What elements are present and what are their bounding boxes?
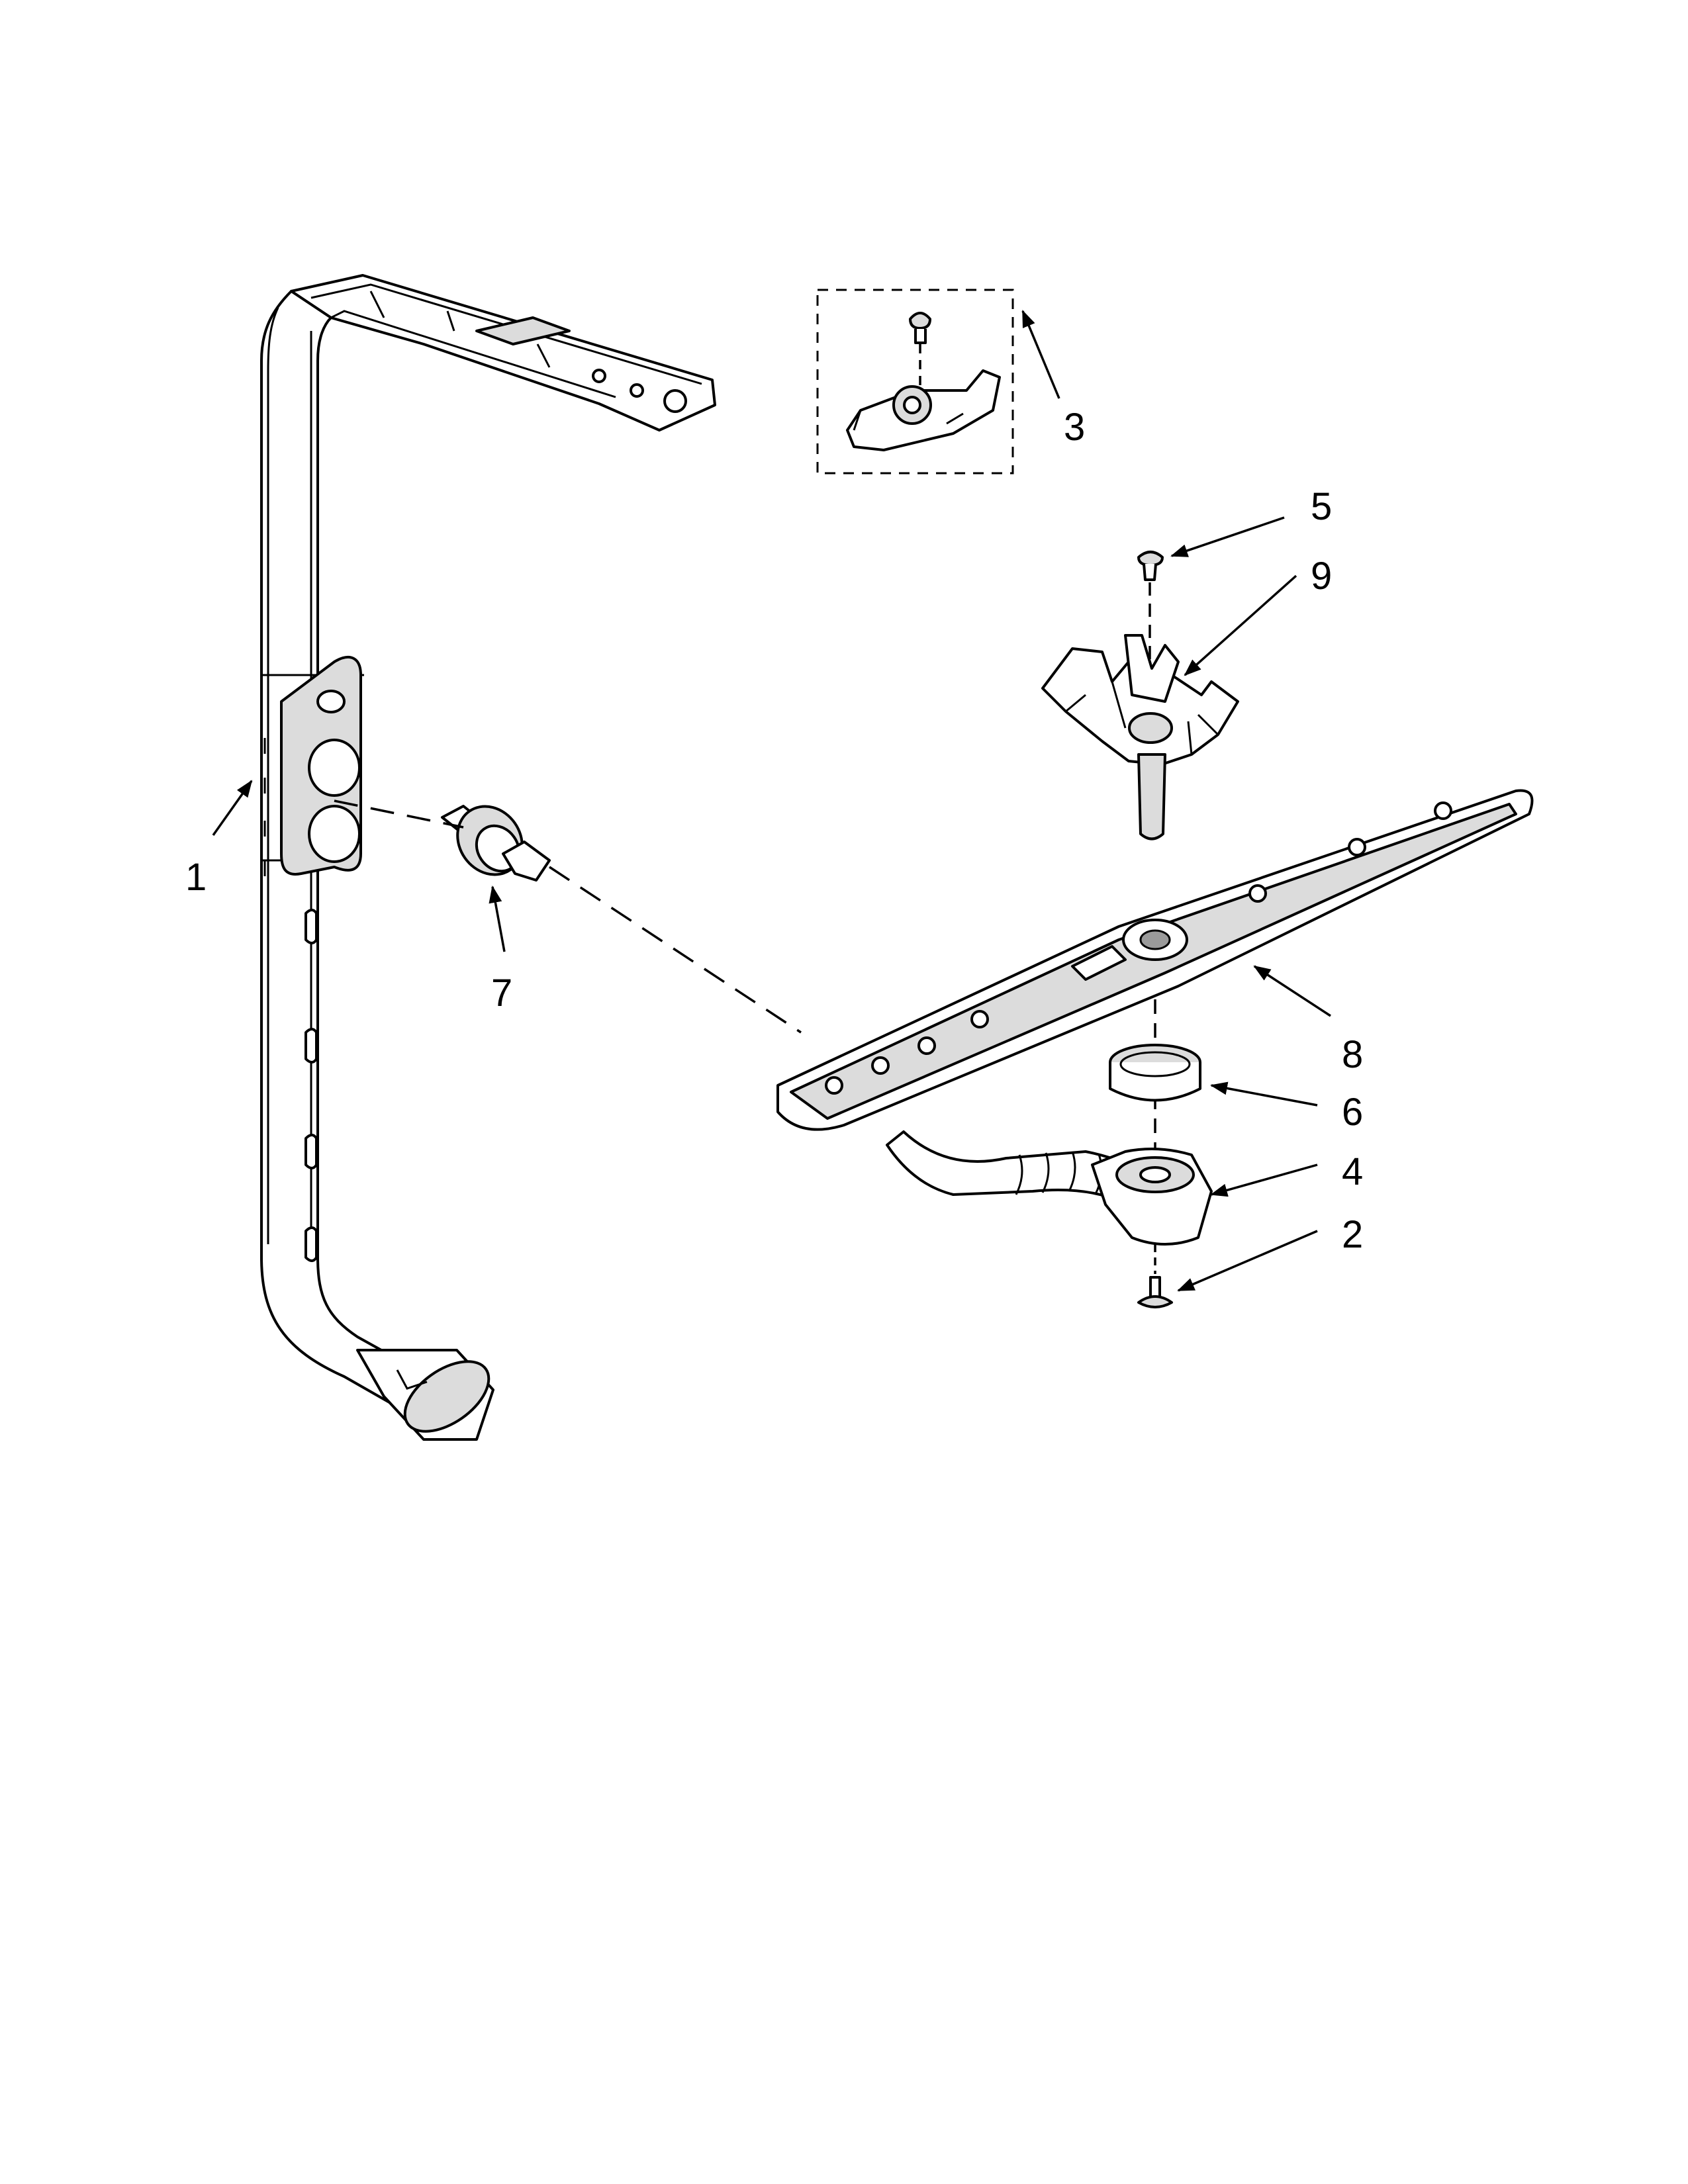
assembly-line-tube-to-arm <box>334 799 464 829</box>
assembly-line-connector-to-arm <box>549 866 802 1034</box>
supply-tube-part <box>260 274 716 1441</box>
leader-8 <box>1253 965 1331 1017</box>
callout-5: 5 <box>1311 485 1332 528</box>
callout-2: 2 <box>1342 1213 1363 1256</box>
leader-4 <box>1210 1163 1318 1197</box>
screw-part <box>1137 551 1164 581</box>
leader-2 <box>1177 1230 1318 1292</box>
clip-assembly-part <box>816 289 1014 475</box>
callout-1: 1 <box>185 856 207 899</box>
leader-6 <box>1210 1081 1318 1107</box>
callout-9: 9 <box>1311 555 1332 598</box>
leader-5 <box>1170 516 1285 557</box>
spray-arm-part <box>776 789 1534 1212</box>
leader-7 <box>489 886 506 952</box>
leader-1 <box>212 780 253 837</box>
callout-3: 3 <box>1064 406 1085 449</box>
spray-arm-support-part <box>1041 582 1239 841</box>
hub-screw-part <box>1137 1244 1173 1308</box>
callout-7: 7 <box>491 972 512 1015</box>
callout-6: 6 <box>1342 1091 1363 1134</box>
manifold-connector-part <box>441 805 551 882</box>
leader-9 <box>1184 574 1297 676</box>
spray-arm-hub-part <box>1091 1148 1213 1246</box>
callout-4: 4 <box>1342 1150 1363 1193</box>
callout-8: 8 <box>1342 1033 1363 1076</box>
part-3-boundary <box>816 289 1014 475</box>
leader-3 <box>1021 310 1060 399</box>
